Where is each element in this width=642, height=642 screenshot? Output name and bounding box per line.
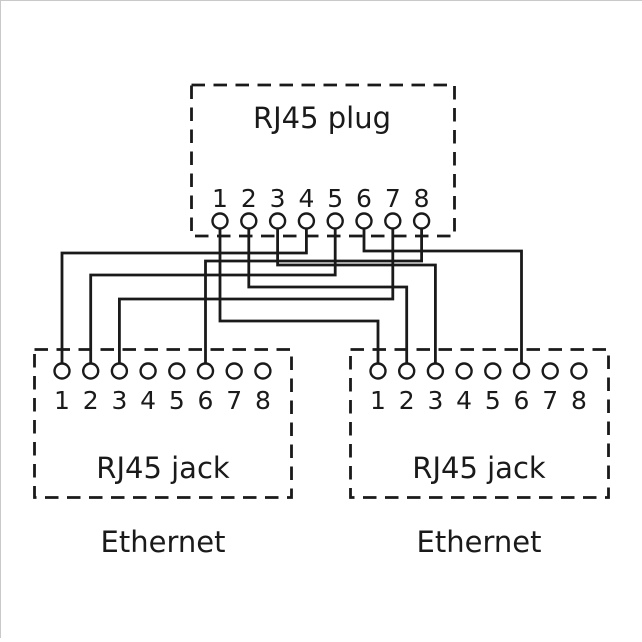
plug-pin-5-number: 5 [327,184,343,213]
wire-plug6-to-right-jack6 [362,228,523,364]
plug-pin-6-number: 6 [356,184,372,213]
plug-pin-4-contact [297,212,316,230]
plug-pin-7-contact [384,212,402,230]
wire-plug2-to-right-jack2 [247,228,409,364]
left-jack-pin-5-contact [168,362,186,380]
plug-pin-3-contact [268,212,287,230]
plug-pin-2-contact [240,212,258,230]
left-jack-pin-6-contact [196,362,215,380]
left-jack-pin-1-number: 1 [54,386,70,415]
left-jack-pin-8-contact [254,362,272,380]
left-jack-pin-5-number: 5 [169,386,185,415]
wire-plug8-to-left-jack6 [204,228,423,364]
left-jack-pin-7-number: 7 [226,386,242,415]
right-jack-pin-2-contact [398,362,416,380]
rj45-plug-label: RJ45 plug [253,101,391,135]
plug-pin-8-number: 8 [414,184,430,213]
plug-pin-2-number: 2 [241,184,257,213]
left-jack-pin-3-number: 3 [111,386,127,415]
right-jack-pin-3-contact [426,362,445,380]
wire-plug4-to-left-jack1 [60,228,308,364]
left-jack-pin-2-number: 2 [83,386,99,415]
right-jack-box [349,348,610,499]
right-jack-pin-6-number: 6 [514,386,530,415]
plug-pin-1-contact [211,212,229,230]
plug-pin-1-number: 1 [212,184,228,213]
left-jack-label: RJ45 jack [96,451,230,485]
left-jack-pin-6-number: 6 [198,386,214,415]
plug-pin-6-contact [355,212,373,230]
right-jack-caption: Ethernet [417,525,542,559]
left-jack-caption: Ethernet [101,525,226,559]
plug-pin-8-contact [412,212,431,230]
plug-pin-5-contact [326,212,344,230]
wire-plug5-to-left-jack2 [89,228,337,364]
right-jack-pin-1-number: 1 [370,386,386,415]
right-jack-pin-8-contact [570,362,588,380]
left-jack-pin-3-contact [110,362,129,380]
right-jack-pin-6-contact [512,362,531,380]
right-jack-pin-5-contact [484,362,502,380]
right-jack-pin-4-number: 4 [456,386,472,415]
left-jack-pin-8-number: 8 [255,386,271,415]
plug-pin-7-number: 7 [385,184,401,213]
left-jack-box [33,348,293,499]
rj45-plug-box [190,83,456,238]
right-jack-pin-1-contact [369,362,387,380]
right-jack-pin-5-number: 5 [485,386,501,415]
left-jack-pin-7-contact [225,362,243,380]
right-jack-pin-7-number: 7 [542,386,558,415]
right-jack-pin-3-number: 3 [427,386,443,415]
right-jack-pin-8-number: 8 [571,386,587,415]
left-jack-pin-4-contact [139,362,157,380]
right-jack-pin-2-number: 2 [399,386,415,415]
right-jack-pin-4-contact [455,362,473,380]
left-jack-pin-2-contact [81,362,100,380]
left-jack-pin-1-contact [53,362,71,380]
right-jack-label: RJ45 jack [412,451,546,485]
wire-plug3-to-right-jack3 [276,228,437,364]
left-jack-pin-4-number: 4 [140,386,156,415]
plug-pin-4-number: 4 [298,184,314,213]
plug-pin-3-number: 3 [270,184,286,213]
wire-plug7-to-left-jack3 [118,228,395,364]
wiring-lines [60,228,523,364]
right-jack-pin-7-contact [541,362,559,380]
